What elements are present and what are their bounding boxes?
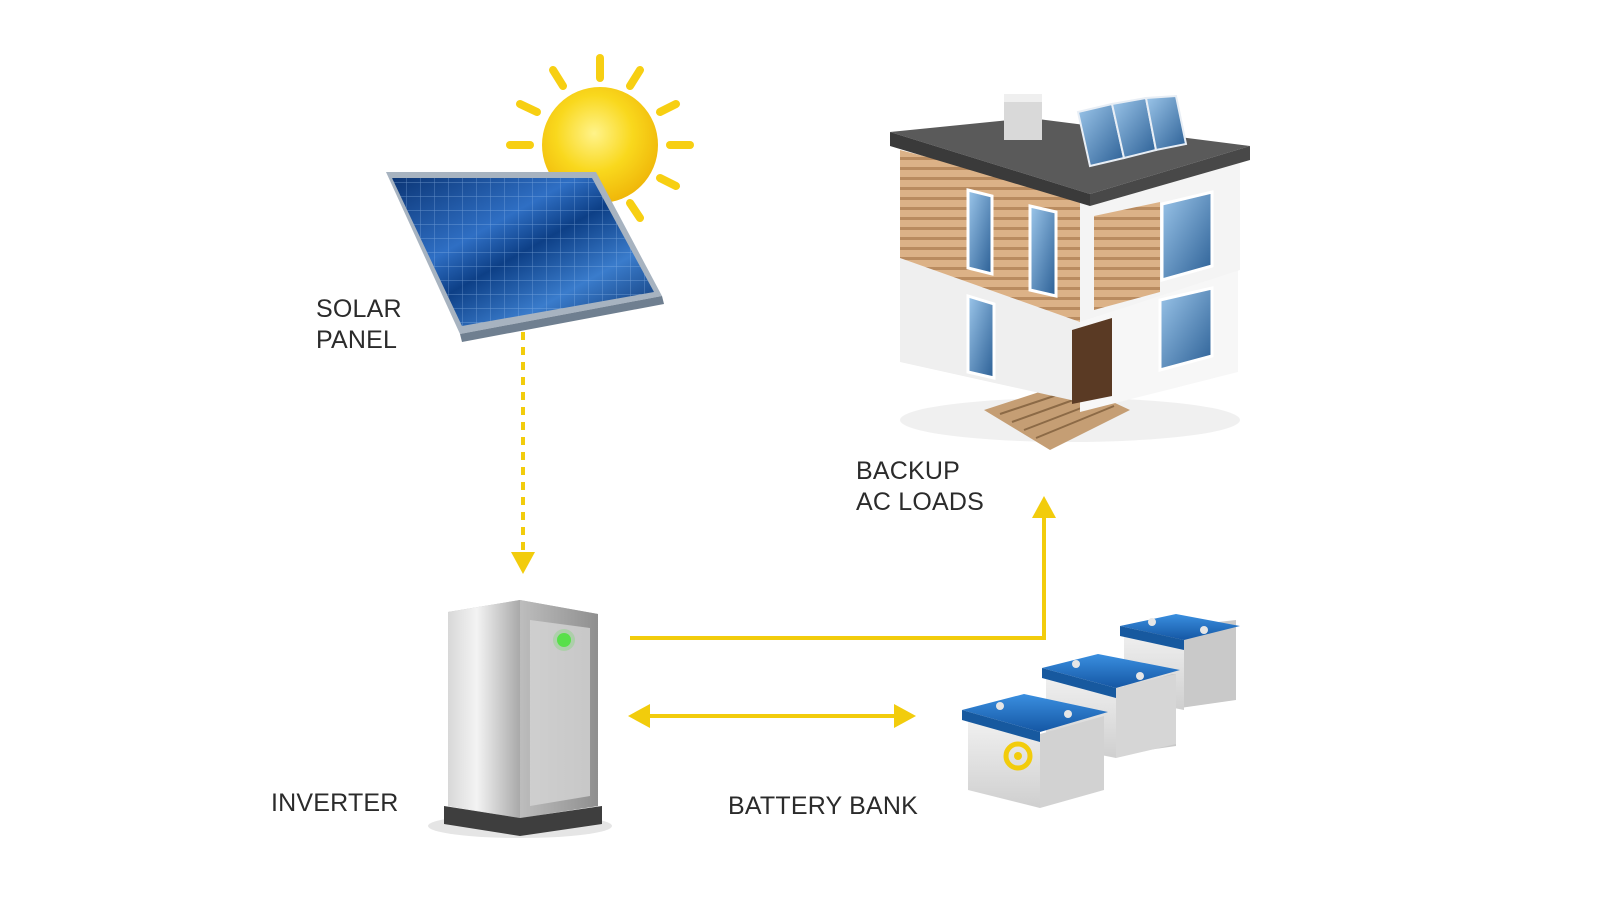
solar-panel-label-line1: SOLAR <box>316 295 402 323</box>
arrow-inverter-to-loads <box>630 516 1046 640</box>
inverter-label: INVERTER <box>271 788 399 819</box>
arrow-head-left <box>628 704 650 728</box>
solar-panel-label: SOLAR PANEL <box>316 294 402 356</box>
arrow-head-down <box>511 552 535 574</box>
backup-loads-label: BACKUP AC LOADS <box>856 456 984 518</box>
flow-arrows <box>511 332 1056 728</box>
solar-panel-icon <box>386 172 664 342</box>
house-icon <box>890 94 1250 450</box>
backup-loads-label-line2: AC LOADS <box>856 488 985 516</box>
arrow-head-right <box>894 704 916 728</box>
battery-bank-label-text: BATTERY BANK <box>728 792 918 820</box>
backup-loads-label-line1: BACKUP <box>856 457 961 485</box>
inverter-icon <box>428 600 612 838</box>
solar-panel-label-line2: PANEL <box>316 326 398 354</box>
battery-bank-label: BATTERY BANK <box>728 791 918 822</box>
battery-icon <box>962 614 1240 808</box>
arrow-head-up <box>1032 496 1056 518</box>
inverter-label-text: INVERTER <box>271 789 399 817</box>
